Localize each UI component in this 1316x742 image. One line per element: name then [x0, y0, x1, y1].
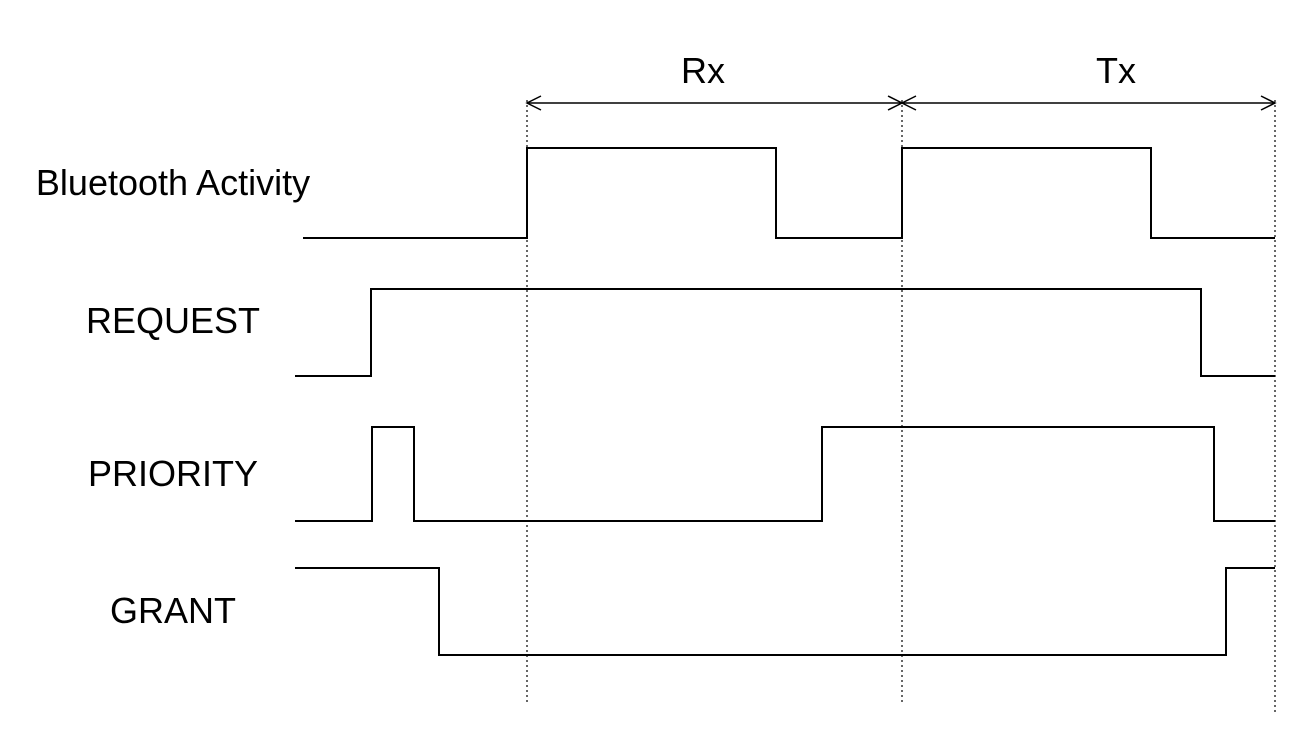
priority-label: PRIORITY — [88, 453, 258, 494]
rx-label: Rx — [681, 50, 725, 91]
bluetooth-activity-waveform — [303, 147, 1275, 239]
request-label: REQUEST — [86, 300, 260, 341]
priority-waveform — [295, 426, 1275, 522]
rx-span-arrow — [525, 95, 904, 111]
tx-label: Tx — [1096, 50, 1136, 91]
bluetooth-activity-label: Bluetooth Activity — [36, 162, 310, 203]
grant-label: GRANT — [110, 590, 236, 631]
request-waveform — [295, 288, 1275, 377]
tx-span-arrow — [900, 95, 1277, 111]
grant-waveform — [295, 567, 1275, 656]
